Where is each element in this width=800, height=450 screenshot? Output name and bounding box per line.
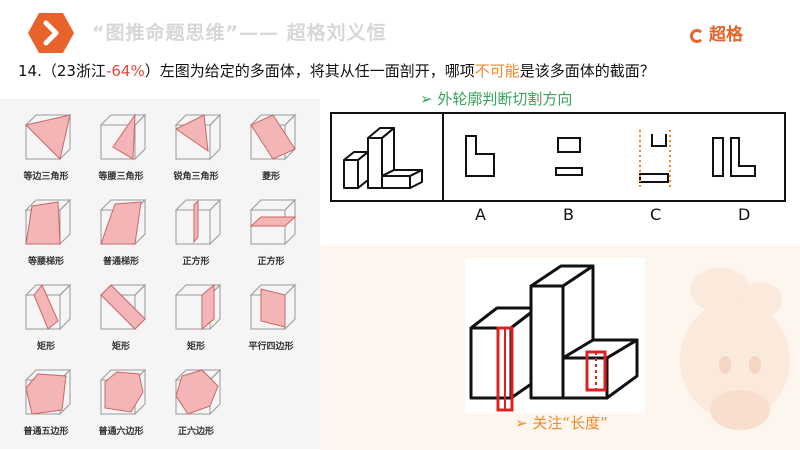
section-cell: 普通梯形 [85, 192, 157, 277]
logo-text: 超格 [709, 25, 743, 45]
section-cell: 正方形 [160, 192, 232, 277]
section-cell: 正方形 [235, 192, 307, 277]
section-label: 等边三角形 [23, 172, 69, 182]
cube-section-icon [249, 113, 297, 161]
option-c-label[interactable]: C [650, 205, 662, 224]
polyhedron-figure [343, 127, 423, 189]
cube-section-icon [174, 283, 222, 331]
cube-section-icon [24, 368, 72, 416]
brand-logo: 超格 [690, 20, 743, 45]
option-d-shape [712, 137, 756, 177]
cross-section-reference-grid: 等边三角形 等腰三角形 锐角三角形 菱形 [0, 99, 320, 449]
section-cell: 等腰梯形 [10, 192, 82, 277]
cube-section-icon [99, 368, 147, 416]
page-title: “图推命题思维”—— 超格刘义恒 [92, 22, 387, 44]
hint-length: ➢ 关注“长度” [515, 414, 608, 432]
section-label: 等腰梯形 [27, 257, 64, 267]
figure-divider [442, 114, 444, 200]
section-cell: 普通五边形 [10, 362, 82, 447]
cube-section-icon [99, 283, 147, 331]
section-label: 普通梯形 [102, 257, 139, 267]
cube-section-icon [24, 283, 72, 331]
option-a-shape [465, 135, 495, 177]
cube-section-icon [249, 198, 297, 246]
section-label: 矩形 [36, 342, 55, 352]
section-cell: 等边三角形 [10, 107, 82, 192]
header-bar: “图推命题思维”—— 超格刘义恒 超格 [0, 0, 800, 54]
hint-contour: ➢ 外轮廓判断切割方向 [420, 90, 573, 108]
mascot-illustration [680, 268, 790, 430]
cube-section-icon [99, 198, 147, 246]
logo-c-icon [690, 29, 704, 43]
section-label: 正方形 [182, 257, 210, 267]
question-emphasis: 不可能 [474, 62, 520, 80]
question-middle: ）左图为给定的多面体，将其从任一面剖开，哪项 [144, 62, 475, 80]
option-c-shape [639, 130, 671, 188]
question-prefix: 14.（23浙江 [18, 62, 106, 80]
section-cell: 等腰三角形 [85, 107, 157, 192]
section-label: 菱形 [261, 172, 280, 182]
cube-section-icon [24, 113, 72, 161]
section-label: 平行四边形 [248, 342, 294, 352]
enlarged-figure [465, 258, 645, 413]
section-cell: 正六边形 [160, 362, 232, 447]
section-label: 正方形 [257, 257, 285, 267]
section-cell: 矩形 [10, 277, 82, 362]
question-figure-box [330, 112, 786, 202]
section-cell: 矩形 [85, 277, 157, 362]
cube-section-icon [174, 113, 222, 161]
section-cell: 平行四边形 [235, 277, 307, 362]
cube-section-icon [174, 198, 222, 246]
option-a-label[interactable]: A [475, 205, 486, 224]
question-text: 14.（23浙江-64%）左图为给定的多面体，将其从任一面剖开，哪项不可能是该多… [18, 60, 655, 81]
option-b-label[interactable]: B [563, 205, 574, 224]
option-b-shape [555, 137, 583, 176]
option-d-label[interactable]: D [738, 205, 751, 224]
section-label: 等腰三角形 [98, 172, 144, 182]
polyhedron-enlarged [469, 264, 639, 412]
cube-section-icon [174, 368, 222, 416]
section-cell: 锐角三角形 [160, 107, 232, 192]
section-label: 正六边形 [177, 427, 214, 437]
cube-section-icon [249, 283, 297, 331]
section-label: 矩形 [186, 342, 205, 352]
section-label: 锐角三角形 [173, 172, 219, 182]
section-cell: 普通六边形 [85, 362, 157, 447]
next-arrow-icon[interactable] [27, 12, 75, 54]
section-label: 矩形 [111, 342, 130, 352]
question-suffix: 是该多面体的截面？ [519, 62, 655, 80]
section-cell: 菱形 [235, 107, 307, 192]
section-label: 普通六边形 [98, 427, 144, 437]
cube-section-icon [99, 113, 147, 161]
cube-section-icon [24, 198, 72, 246]
question-percent: -64% [105, 62, 145, 80]
section-label: 普通五边形 [23, 427, 69, 437]
section-cell: 矩形 [160, 277, 232, 362]
